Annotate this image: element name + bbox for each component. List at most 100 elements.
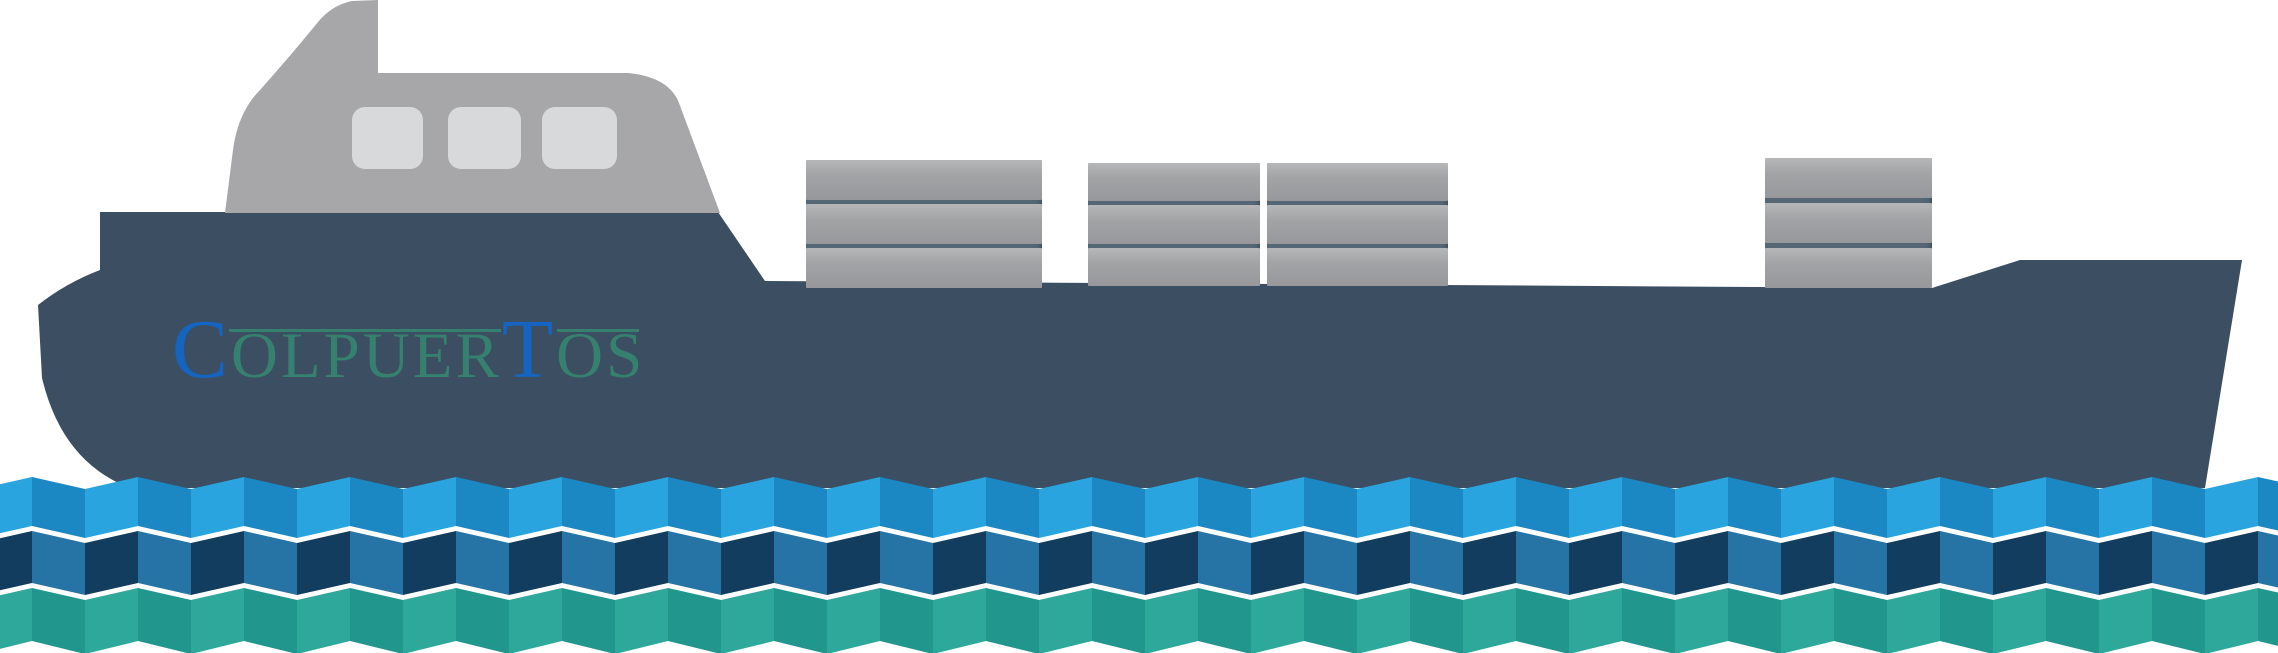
wave-row-navy [191,531,244,595]
wave-row-blue [1357,477,1410,538]
wave-row-teal [1887,588,1940,653]
wave-row-navy [1834,531,1887,595]
wave-row-navy [880,531,933,595]
wave-row-blue [244,477,297,538]
wave-row-teal [32,588,85,653]
wave-row-navy [85,531,138,595]
container-row [1267,205,1448,244]
wave-row-navy [509,531,562,595]
wave-row-navy [2152,531,2205,595]
wave-row-blue [509,477,562,538]
wave-row-teal [1463,588,1516,653]
logo-overline [229,329,501,332]
wave-row-navy [1728,531,1781,595]
wave-row-blue [2099,477,2152,538]
wave-row-navy [1781,531,1834,595]
wave-row-teal [1251,588,1304,653]
wave-row-blue [2205,477,2258,538]
wave-row-navy [2046,531,2099,595]
logo-letter-group: T [501,303,557,396]
wave-row-teal [1410,588,1463,653]
wave-row-teal [403,588,456,653]
wave-row-blue [1834,477,1887,538]
wave-row-blue [1781,477,1834,538]
wave-row-teal [1357,588,1410,653]
container-row [806,248,1042,288]
wave-row-blue [456,477,509,538]
wave-row-blue [1039,477,1092,538]
wave-row-blue [2152,477,2205,538]
wave-row-teal [350,588,403,653]
wave-row-navy [774,531,827,595]
wave-row-teal [1145,588,1198,653]
wave-row-navy [1516,531,1569,595]
wave-row-blue [562,477,615,538]
wave-row-teal [933,588,986,653]
container-row [1765,247,1932,288]
wave-row-navy [1304,531,1357,595]
wave-row-blue [933,477,986,538]
wave-row-teal [191,588,244,653]
logo-letter-group: C [172,303,232,396]
ship-hull [38,212,2242,488]
wave-separator [0,583,2278,600]
container-stack [1088,163,1260,286]
wave-row-teal [1516,588,1569,653]
container-row [1088,205,1260,244]
wave-row-blue [1622,477,1675,538]
wave-row-navy [1251,531,1304,595]
wave-row-navy [668,531,721,595]
wave-row-navy [403,531,456,595]
wave-row-teal [774,588,827,653]
wave-row-blue [297,477,350,538]
wave-row-navy [350,531,403,595]
wave-row-navy [1569,531,1622,595]
wave-row-blue [138,477,191,538]
container-row [1765,202,1932,244]
wave-row-teal [721,588,774,653]
wave-row-teal [1940,588,1993,653]
container-stack [1765,158,1932,288]
wave-row-teal [1304,588,1357,653]
wave-row-navy [933,531,986,595]
container-stack [806,160,1042,288]
wave-row-blue [1463,477,1516,538]
wave-row-teal [1569,588,1622,653]
container-row [1088,163,1260,202]
container-row [806,204,1042,244]
wave-row-navy [1039,531,1092,595]
wave-row-navy [138,531,191,595]
logo-letter-group: OLPUER [231,320,502,392]
wave-row-navy [456,531,509,595]
wave-row-blue [191,477,244,538]
wave-row-teal [1834,588,1887,653]
wave-row-navy [2099,531,2152,595]
wave-row-navy [1463,531,1516,595]
wave-row-navy [2258,531,2278,588]
wave-separator [0,526,2278,543]
wave-row-blue [1145,477,1198,538]
wave-row-navy [1198,531,1251,595]
wave-row-blue [1728,477,1781,538]
wave-row-blue [1516,477,1569,538]
logo-letter-group: OS [556,320,646,392]
wave-row-teal [85,588,138,653]
wave-row-navy [1357,531,1410,595]
wave-row-teal [297,588,350,653]
container-stack [1267,163,1448,286]
wave-row-blue [0,477,32,534]
wave-row-navy [244,531,297,595]
container-row [806,160,1042,200]
wave-row-navy [32,531,85,595]
wave-row-navy [297,531,350,595]
wave-row-navy [1887,531,1940,595]
wave-row-teal [827,588,880,653]
wave-row-teal [2205,588,2258,653]
wave-row-navy [615,531,668,595]
wheelhouse-window [542,107,617,169]
wave-row-blue [1940,477,1993,538]
wave-row-navy [1993,531,2046,595]
